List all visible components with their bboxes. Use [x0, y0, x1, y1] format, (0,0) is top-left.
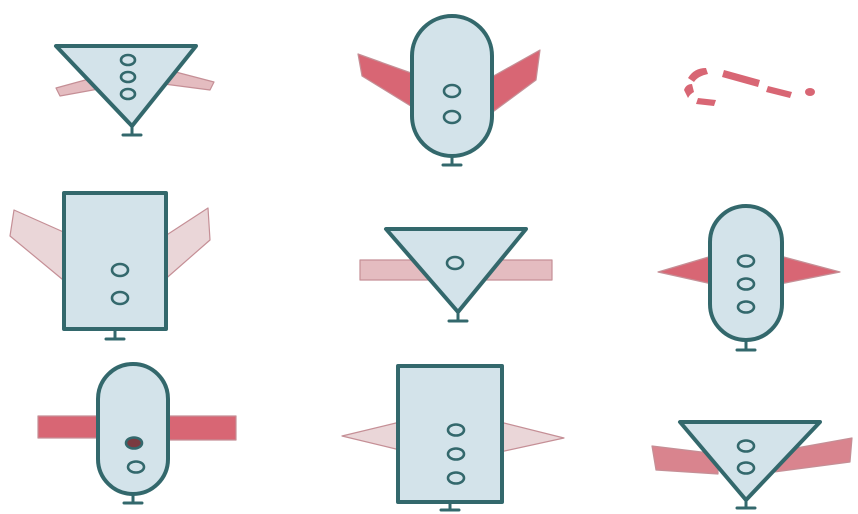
hole: [736, 254, 756, 268]
hole: [126, 460, 146, 474]
hole: [446, 471, 466, 485]
hole: [110, 290, 130, 306]
hole: [736, 439, 756, 453]
right-wing: [499, 421, 565, 453]
hole: [119, 87, 137, 101]
wing-fragment: [766, 86, 792, 98]
hole: [736, 277, 756, 291]
figure-r3c1: [37, 362, 237, 505]
left-wing: [357, 53, 415, 109]
hole: [446, 423, 466, 437]
right-wing: [779, 255, 841, 285]
wing-fragment: [805, 88, 815, 96]
triangle-body: [54, 44, 198, 128]
capsule-body: [708, 204, 784, 342]
wing-fragment: [696, 98, 716, 106]
hole: [736, 461, 756, 475]
hole: [442, 109, 462, 125]
figure-r2c3: [657, 204, 841, 352]
hole: [110, 262, 130, 278]
figure-r1c3-fragments: [684, 68, 815, 106]
right-wing: [161, 207, 211, 283]
figure-r3c2: [341, 364, 565, 512]
hole: [442, 83, 462, 99]
left-wing: [9, 209, 69, 285]
figure-r1c1: [54, 44, 215, 137]
hole: [445, 255, 465, 271]
wing-fragment: [688, 68, 708, 82]
right-wing-bar: [163, 415, 237, 441]
triangle-body: [384, 227, 528, 314]
figure-r3c3: [651, 420, 853, 510]
hole: [736, 300, 756, 314]
capsule-body: [96, 362, 170, 496]
hole: [119, 53, 137, 67]
left-wing: [657, 255, 713, 285]
left-wing: [341, 421, 401, 451]
left-wing-bar: [37, 415, 103, 439]
figure-r1c2: [357, 14, 541, 167]
filled-hole: [124, 436, 144, 450]
figure-r2c2: [359, 227, 553, 323]
right-wing: [489, 49, 541, 115]
triangle-body: [678, 420, 822, 502]
wing-fragment: [684, 84, 694, 98]
rectangle-body: [62, 191, 168, 331]
hole: [119, 70, 137, 84]
wing-fragment: [722, 70, 760, 87]
figure-r2c1: [9, 191, 211, 341]
hole: [446, 447, 466, 461]
